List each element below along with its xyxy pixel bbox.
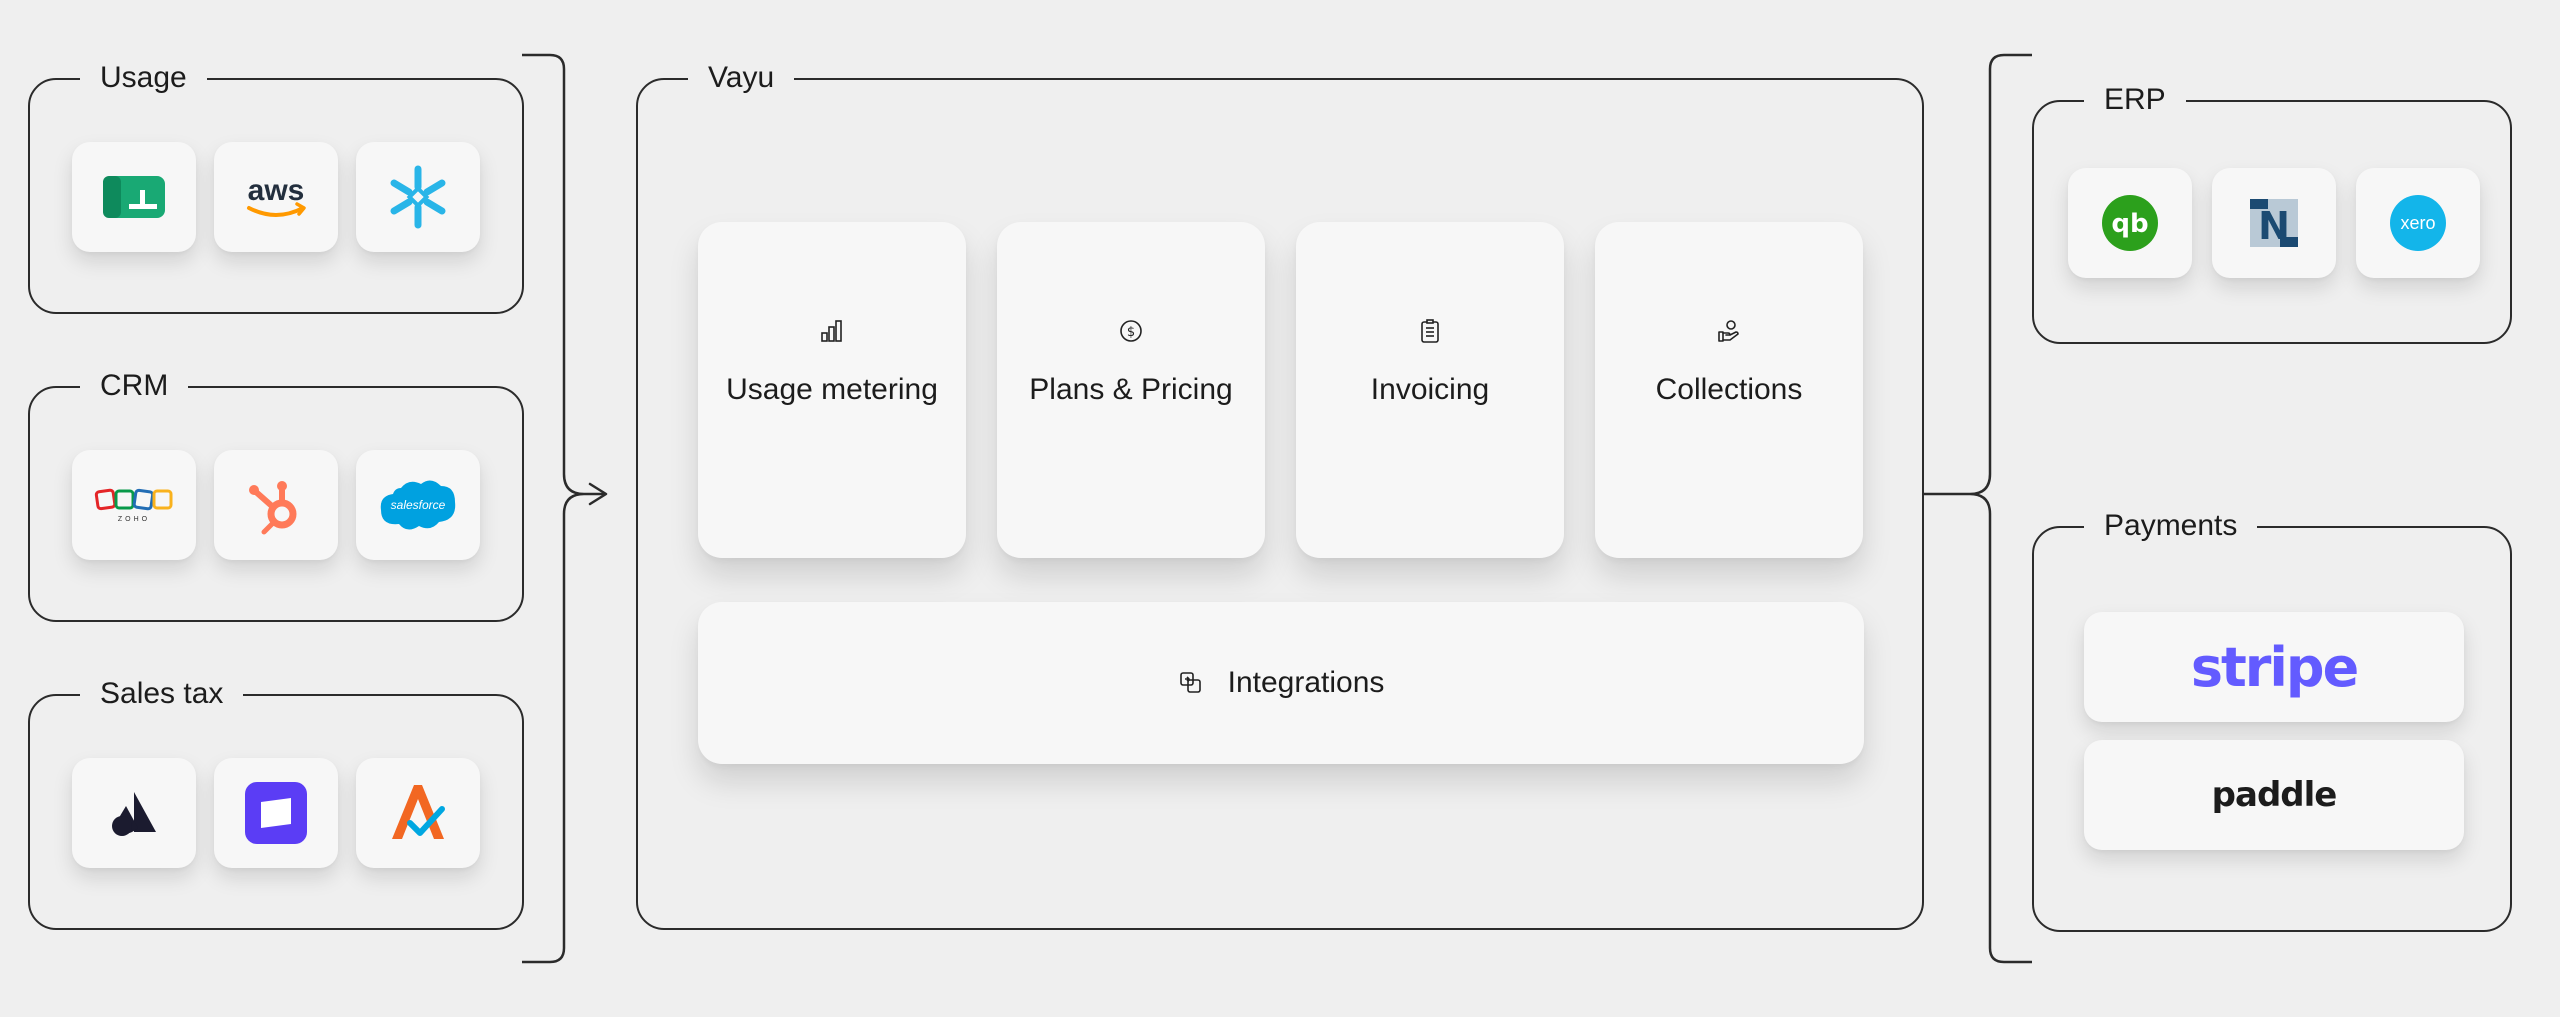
- paddle-logo: paddle: [2084, 740, 2464, 850]
- netsuite-wordmark: N: [2258, 204, 2290, 248]
- taxjar-icon: [356, 758, 480, 868]
- sales-tax-group: Sales tax: [28, 674, 524, 930]
- quickbooks-wordmark: qb: [2111, 209, 2148, 239]
- integrations-bar: Integrations: [698, 602, 1864, 764]
- salesforce-icon: salesforce: [356, 450, 480, 560]
- snowflake-icon: [356, 142, 480, 252]
- payments-group: Payments stripe paddle: [2032, 506, 2512, 932]
- svg-text:$: $: [1127, 325, 1135, 340]
- bar-chart-icon: [821, 320, 842, 342]
- erp-group-title: ERP: [2084, 80, 2186, 120]
- module-card-collections: Collections: [1595, 222, 1863, 558]
- module-label: Invoicing: [1370, 373, 1490, 406]
- vayu-title: Vayu: [688, 58, 795, 98]
- integrations-label: Integrations: [1227, 666, 1385, 699]
- module-card-invoicing: Invoicing: [1296, 222, 1564, 558]
- payments-group-title: Payments: [2084, 506, 2258, 546]
- clipboard-icon: [1421, 319, 1439, 343]
- xero-wordmark: xero: [2400, 213, 2435, 233]
- module-label: Usage metering: [726, 373, 938, 406]
- stripe-logo: stripe: [2084, 612, 2464, 722]
- zoho-wordmark: ZOHO: [118, 516, 150, 523]
- module-card-plans-pricing: $ Plans & Pricing: [997, 222, 1265, 558]
- avalara-icon: [72, 758, 196, 868]
- xero-icon: xero: [2356, 168, 2480, 278]
- hand-coin-icon: [1718, 320, 1739, 342]
- usage-group: Usage aws: [28, 58, 524, 314]
- usage-group-title: Usage: [80, 58, 207, 98]
- quickbooks-icon: qb: [2068, 168, 2192, 278]
- aws-wordmark: aws: [248, 174, 305, 207]
- paddle-wordmark: paddle: [2211, 775, 2338, 815]
- vayu-platform: Vayu: [636, 58, 1924, 930]
- neon-green-icon: [72, 142, 196, 252]
- integration-icon: [1179, 672, 1201, 693]
- zoho-icon: ZOHO: [72, 450, 196, 560]
- sales-tax-group-title: Sales tax: [80, 674, 244, 714]
- erp-group: ERP qb N xero: [2032, 80, 2512, 344]
- salesforce-wordmark: salesforce: [391, 498, 446, 512]
- anrok-icon: [214, 758, 338, 868]
- module-label: Collections: [1655, 373, 1803, 406]
- hubspot-icon: [214, 450, 338, 560]
- dollar-coin-icon: $: [1120, 320, 1142, 342]
- module-label: Plans & Pricing: [1029, 373, 1233, 406]
- crm-group: CRM ZOHO salesforce: [28, 366, 524, 622]
- stripe-wordmark: stripe: [2190, 635, 2359, 699]
- module-card-usage-metering: Usage metering: [698, 222, 966, 558]
- crm-group-title: CRM: [80, 366, 189, 406]
- aws-icon: aws: [214, 142, 338, 252]
- netsuite-icon: N: [2212, 168, 2336, 278]
